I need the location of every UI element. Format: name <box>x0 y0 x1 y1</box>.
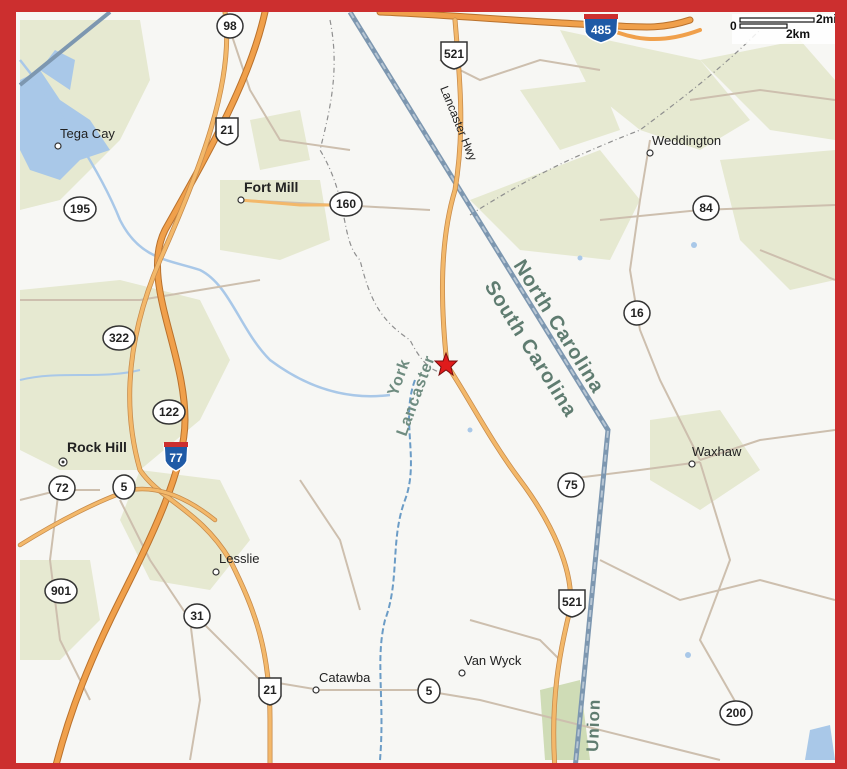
svg-text:200: 200 <box>726 706 746 720</box>
scale-km: 2km <box>786 27 810 41</box>
scale-miles: 2mi <box>816 12 837 26</box>
place-weddington: Weddington <box>652 133 721 148</box>
place-tega-cay: Tega Cay <box>60 126 115 141</box>
svg-text:21: 21 <box>220 123 234 137</box>
svg-text:122: 122 <box>159 405 179 419</box>
route-5-west-shield: 5 <box>112 474 136 500</box>
svg-text:72: 72 <box>55 481 69 495</box>
place-waxhaw: Waxhaw <box>692 444 742 459</box>
place-fort-mill: Fort Mill <box>244 179 298 195</box>
county-boundary <box>319 19 441 373</box>
place-catawba: Catawba <box>319 670 371 685</box>
place-rock-hill: Rock Hill <box>67 439 127 455</box>
interstate-485-shield: 485 <box>583 14 619 44</box>
svg-text:160: 160 <box>336 197 356 211</box>
green-areas <box>20 20 835 760</box>
route-160-shield: 160 <box>329 191 363 217</box>
place-lesslie: Lesslie <box>219 551 259 566</box>
route-shields: 485 77 521 21 521 21 98 195 160 84 16 <box>44 13 753 726</box>
route-98-shield: 98 <box>216 13 244 39</box>
us-521-north-shield: 521 <box>440 41 468 70</box>
route-322-shield: 322 <box>102 325 136 351</box>
place-van-wyck: Van Wyck <box>464 653 522 668</box>
route-195-shield: 195 <box>63 196 97 222</box>
route-84-shield: 84 <box>692 195 720 221</box>
route-122-shield: 122 <box>152 399 186 425</box>
svg-text:16: 16 <box>630 306 644 320</box>
label-union: Union <box>583 698 604 752</box>
star-marker[interactable] <box>433 351 459 377</box>
route-5-east-shield: 5 <box>417 678 441 704</box>
svg-text:5: 5 <box>426 684 433 698</box>
route-200-shield: 200 <box>719 700 753 726</box>
svg-text:5: 5 <box>121 480 128 494</box>
us-21-north-shield: 21 <box>215 117 239 146</box>
svg-text:77: 77 <box>169 451 183 465</box>
us-521-south-shield: 521 <box>558 589 586 618</box>
route-31-shield: 31 <box>183 603 211 629</box>
scale-zero: 0 <box>730 19 737 33</box>
route-901-shield: 901 <box>44 578 78 604</box>
svg-text:521: 521 <box>444 47 464 61</box>
svg-text:485: 485 <box>591 23 611 37</box>
svg-text:901: 901 <box>51 584 71 598</box>
svg-text:31: 31 <box>190 609 204 623</box>
scale-bar: 0 2mi 2km <box>730 12 837 44</box>
svg-text:521: 521 <box>562 595 582 609</box>
svg-text:322: 322 <box>109 331 129 345</box>
svg-text:195: 195 <box>70 202 90 216</box>
svg-text:84: 84 <box>699 201 713 215</box>
route-75-shield: 75 <box>557 472 585 498</box>
us-21-south-shield: 21 <box>258 677 282 706</box>
interstate-77-shield: 77 <box>163 442 189 472</box>
route-16-shield: 16 <box>623 300 651 326</box>
state-line <box>18 12 611 763</box>
svg-text:21: 21 <box>263 683 277 697</box>
svg-text:75: 75 <box>564 478 578 492</box>
place-labels: Tega Cay Fort Mill Weddington Rock Hill … <box>54 126 742 694</box>
route-72-shield: 72 <box>48 475 76 501</box>
svg-text:98: 98 <box>223 19 237 33</box>
